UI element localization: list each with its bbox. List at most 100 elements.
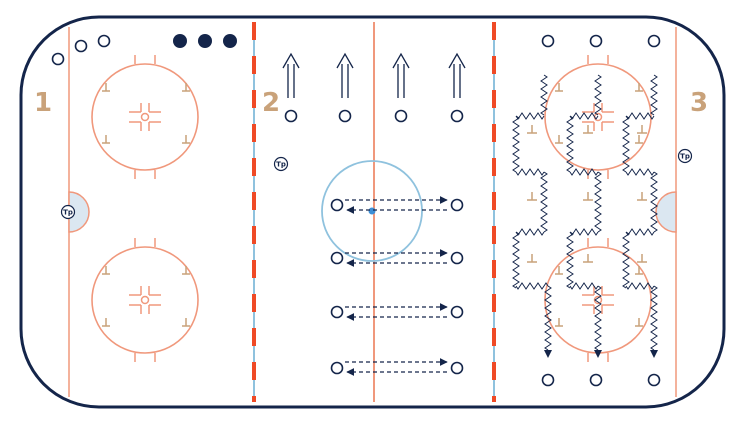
players (51, 34, 661, 387)
player (647, 34, 661, 48)
tp-marker-left: Tp (60, 204, 76, 220)
skate-arrow (392, 52, 410, 98)
puck (198, 34, 212, 48)
skating-arrows (282, 52, 466, 98)
wavy-path (515, 168, 545, 176)
player (284, 109, 298, 123)
wavy-arrowhead (594, 350, 602, 358)
player (541, 34, 555, 48)
hash-mark (635, 135, 643, 144)
player (330, 251, 344, 265)
wavy-path (625, 228, 655, 236)
skating-wavy-paths (512, 74, 658, 358)
wavy-path (569, 228, 599, 236)
wavy-path (540, 74, 548, 116)
hash-mark (102, 266, 110, 275)
player (338, 109, 352, 123)
wavy-path (512, 115, 520, 173)
puck (173, 34, 187, 48)
tp-marker-middle: Tp (273, 156, 289, 172)
skate-arrow (282, 52, 300, 98)
neutral-zone-hashes (527, 125, 647, 263)
hash-mark (635, 318, 643, 327)
player (541, 373, 555, 387)
hash-mark (555, 318, 563, 327)
center-dot (368, 207, 376, 215)
hash-mark (555, 83, 563, 92)
hash-mark (182, 266, 190, 275)
wavy-path (569, 112, 599, 120)
wavy-path (515, 228, 545, 236)
wavy-path (515, 112, 545, 120)
player (450, 251, 464, 265)
wavy-path (544, 285, 552, 351)
hash-mark (102, 318, 110, 327)
hash-mark (555, 135, 563, 144)
pass-arrows (345, 196, 448, 376)
player (74, 39, 88, 53)
wavy-path (512, 231, 520, 289)
tp-marker-right: Tp (677, 148, 693, 164)
svg-text:Tp: Tp (276, 161, 286, 169)
wavy-path (625, 168, 655, 176)
svg-text:Tp: Tp (63, 209, 73, 217)
faceoff-dot (140, 112, 150, 122)
wavy-arrowhead (544, 350, 552, 358)
player (450, 361, 464, 375)
hash-mark (527, 192, 537, 201)
faceoff-ring (91, 63, 199, 171)
player (450, 109, 464, 123)
hash-mark (527, 125, 537, 134)
puck (223, 34, 237, 48)
hash-mark (583, 254, 593, 263)
player (330, 305, 344, 319)
wavy-path (625, 282, 655, 290)
hash-mark (182, 318, 190, 327)
hash-mark (637, 192, 647, 201)
wavy-path (622, 115, 630, 173)
faceoff-ring (91, 246, 199, 354)
pucks (173, 34, 237, 48)
hash-mark (583, 192, 593, 201)
wavy-path (569, 282, 599, 290)
player (647, 373, 661, 387)
player (394, 109, 408, 123)
wavy-path (650, 171, 658, 233)
hash-mark (102, 83, 110, 92)
wavy-path (650, 74, 658, 116)
hash-mark (635, 83, 643, 92)
player (589, 34, 603, 48)
hash-mark (182, 83, 190, 92)
wavy-arrowhead (650, 350, 658, 358)
center-circle (321, 160, 423, 262)
wavy-path (515, 282, 549, 290)
wavy-path (569, 168, 599, 176)
skate-arrow (336, 52, 354, 98)
faceoff-circle (91, 238, 199, 362)
hash-mark (555, 266, 563, 275)
wavy-path (650, 285, 658, 351)
hash-mark (635, 266, 643, 275)
hash-mark (102, 135, 110, 144)
player (97, 34, 111, 48)
wavy-path (594, 74, 602, 116)
zone-number-1: 1 (34, 88, 52, 118)
zone-number-3: 3 (690, 88, 708, 118)
hash-mark (182, 135, 190, 144)
skate-arrow (448, 52, 466, 98)
wavy-path (540, 171, 548, 233)
hash-mark (583, 125, 593, 134)
hash-mark (637, 125, 647, 134)
goal-crease-left (68, 191, 90, 233)
faceoff-circle (91, 55, 199, 179)
player (330, 361, 344, 375)
player (450, 198, 464, 212)
player (51, 52, 65, 66)
wavy-path (622, 231, 630, 289)
wavy-path (566, 231, 574, 289)
player (330, 198, 344, 212)
wavy-path (594, 171, 602, 233)
hash-mark (527, 254, 537, 263)
hash-mark (637, 254, 647, 263)
